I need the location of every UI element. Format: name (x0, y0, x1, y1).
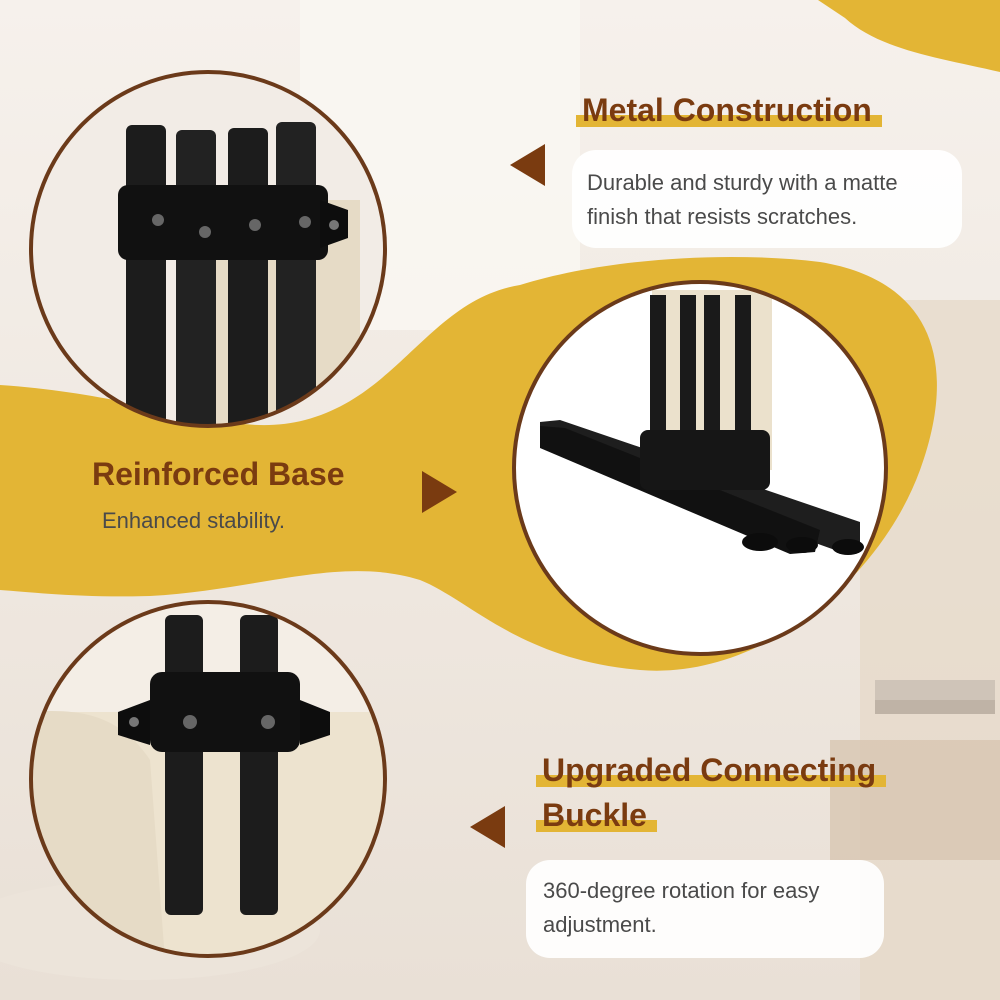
base-feature-title: Reinforced Base (86, 456, 355, 493)
reinforced-base-photo (514, 282, 886, 654)
decorative-corner-blob (818, 0, 1000, 72)
metal-photo-ring (29, 70, 387, 428)
buckle-feature-card: 360-degree rotation for easy adjustment. (526, 860, 884, 958)
metal-feature-heading-block: Metal Construction (576, 92, 882, 129)
buckle-feature-title-line2: Buckle (536, 797, 657, 834)
arrow-left-icon (470, 806, 505, 848)
metal-poles-photo (31, 72, 385, 426)
buckle-photo-ring (29, 600, 387, 958)
arrow-left-icon (510, 144, 545, 186)
buckle-feature-title-line1: Upgraded Connecting (536, 752, 887, 789)
metal-feature-title: Metal Construction (576, 92, 882, 129)
arrow-right-icon (422, 471, 457, 513)
base-feature-description: Enhanced stability. (102, 508, 286, 533)
buckle-feature-heading-block: Upgraded Connecting Buckle (536, 752, 887, 834)
metal-feature-card: Durable and sturdy with a matte finish t… (572, 150, 962, 248)
buckle-feature-description: 360-degree rotation for easy adjustment. (543, 878, 820, 937)
base-photo-ring (512, 280, 888, 656)
metal-feature-description: Durable and sturdy with a matte finish t… (587, 170, 898, 229)
base-feature-heading-block: Reinforced Base (86, 456, 355, 493)
